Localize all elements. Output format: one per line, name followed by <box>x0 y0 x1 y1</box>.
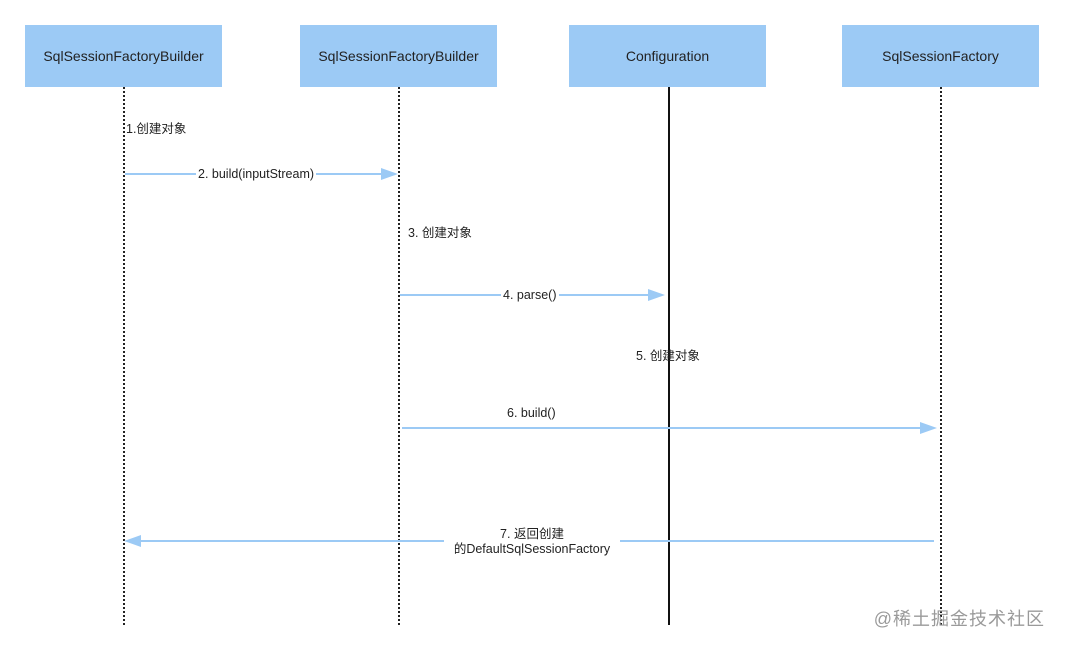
participant-box-configuration: Configuration <box>569 25 766 87</box>
note-create-object-3: 3. 创建对象 <box>408 226 472 240</box>
message-return-line1: 7. 返回创建 <box>500 527 564 541</box>
arrowhead-return <box>124 535 141 547</box>
lifeline-builder-1 <box>123 87 125 625</box>
participant-label: Configuration <box>625 48 710 64</box>
participant-box-builder-1: SqlSessionFactoryBuilder <box>25 25 222 87</box>
participant-label: SqlSessionFactoryBuilder <box>318 48 479 64</box>
note-create-object-1: 1.创建对象 <box>126 122 187 136</box>
lifeline-builder-2 <box>398 87 400 625</box>
message-return-session-factory: 7. 返回创建 的DefaultSqlSessionFactory <box>444 527 620 557</box>
arrowhead-parse <box>648 289 665 301</box>
note-create-object-5: 5. 创建对象 <box>636 349 700 363</box>
message-build-inputstream: 2. build(inputStream) <box>196 167 317 182</box>
participant-box-builder-2: SqlSessionFactoryBuilder <box>300 25 497 87</box>
message-build: 6. build() <box>507 406 556 420</box>
message-return-line2: 的DefaultSqlSessionFactory <box>453 542 611 556</box>
participant-label: SqlSessionFactory <box>882 48 999 64</box>
message-parse: 4. parse() <box>501 288 559 303</box>
participant-box-session-factory: SqlSessionFactory <box>842 25 1039 87</box>
watermark: @稀土掘金技术社区 <box>873 609 1045 629</box>
participant-label: SqlSessionFactoryBuilder <box>43 48 204 64</box>
lifeline-session-factory <box>940 87 942 625</box>
lifeline-configuration <box>668 87 670 625</box>
arrowhead-build-inputstream <box>381 168 398 180</box>
arrowhead-build <box>920 422 937 434</box>
